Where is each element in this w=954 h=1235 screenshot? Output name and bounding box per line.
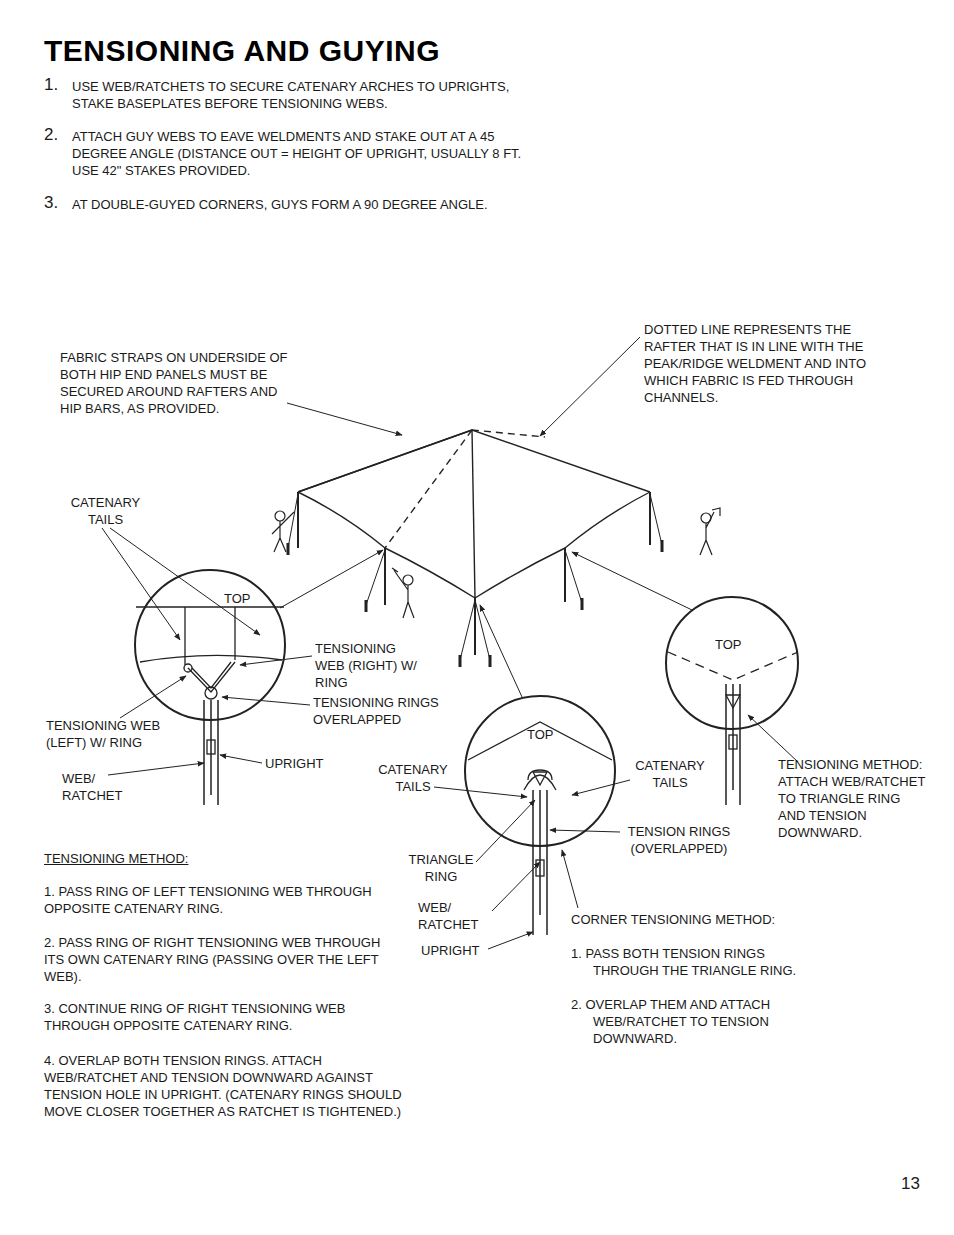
detail-circle: TOP [464, 695, 616, 847]
callout-note: FABRIC STRAPS ON UNDERSIDE OF BOTH HIP E… [60, 349, 300, 417]
callout-note: TENSIONING METHOD: ATTACH WEB/RATCHET TO… [778, 756, 928, 841]
procedure-step: 1. PASS RING OF LEFT TENSIONING WEB THRO… [44, 883, 394, 917]
part-label: TENSIONING WEB (RIGHT) W/ RING [315, 640, 420, 691]
view-direction-label: TOP [224, 590, 251, 607]
detail-circle: TOP [665, 596, 799, 730]
step-number: 2. [44, 125, 68, 145]
section-heading: CORNER TENSIONING METHOD: [571, 911, 831, 928]
uprights-and-guys [288, 492, 662, 667]
view-direction-label: TOP [527, 726, 554, 743]
instruction-text: AT DOUBLE-GUYED CORNERS, GUYS FORM A 90 … [72, 196, 572, 213]
page-number: 13 [880, 1174, 920, 1194]
section-heading: TENSIONING METHOD: [44, 850, 244, 867]
workers [272, 508, 720, 618]
view-direction-label: TOP [715, 636, 742, 653]
part-label: CATENARY TAILS [370, 761, 456, 795]
step-number: 3. [44, 193, 68, 213]
part-label: TENSIONING WEB (LEFT) W/ RING [46, 717, 186, 751]
leader-lines [102, 337, 798, 949]
part-label: CATENARY TAILS [58, 494, 153, 528]
instruction-text: ATTACH GUY WEBS TO EAVE WELDMENTS AND ST… [72, 128, 522, 179]
instruction-text: USE WEB/RATCHETS TO SECURE CATENARY ARCH… [72, 78, 522, 112]
part-label: TRIANGLE RING [401, 851, 481, 885]
part-label: WEB/ RATCHET [62, 770, 124, 804]
procedure-step: 3. CONTINUE RING OF RIGHT TENSIONING WEB… [44, 1000, 394, 1034]
part-label: TENSIONING RINGS OVERLAPPED [313, 694, 463, 728]
part-label: TENSION RINGS (OVERLAPPED) [618, 823, 740, 857]
step-number: 1. [44, 75, 68, 95]
part-label: CATENARY TAILS [627, 757, 713, 791]
page-title: TENSIONING AND GUYING [44, 34, 440, 68]
procedure-step: 1. PASS BOTH TENSION RINGS THROUGH THE T… [571, 945, 831, 979]
procedure-step: 2. OVERLAP THEM AND ATTACH WEB/RATCHET T… [571, 996, 831, 1047]
tent-roof [298, 430, 650, 598]
callout-note: DOTTED LINE REPRESENTS THE RAFTER THAT I… [644, 321, 904, 406]
procedure-step: 2. PASS RING OF RIGHT TENSIONING WEB THR… [44, 934, 394, 985]
part-label: UPRIGHT [421, 942, 501, 959]
part-label: UPRIGHT [265, 755, 345, 772]
part-label: WEB/ RATCHET [418, 899, 488, 933]
detail-circle: TOP [134, 569, 286, 721]
procedure-step: 4. OVERLAP BOTH TENSION RINGS. ATTACH WE… [44, 1052, 404, 1120]
